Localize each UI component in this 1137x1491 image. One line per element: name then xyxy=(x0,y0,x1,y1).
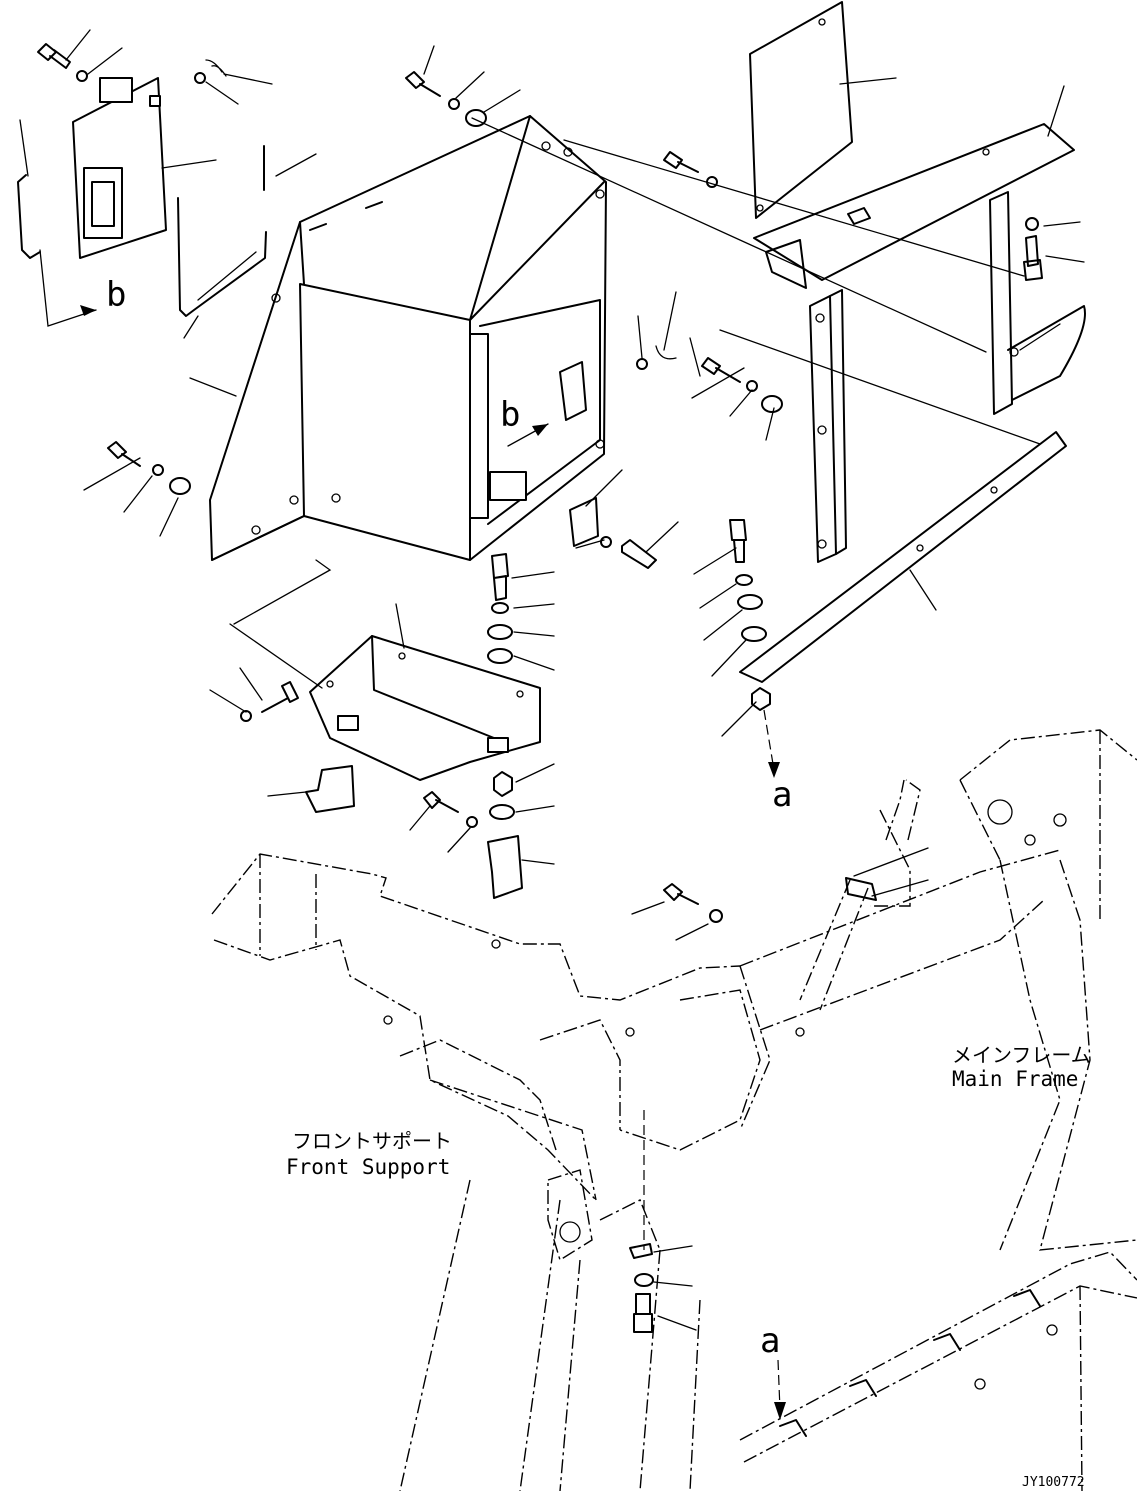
inspection-cover-small xyxy=(72,77,167,259)
main-frame-label-jp: メインフレーム xyxy=(952,1043,1091,1067)
flat-washer xyxy=(487,648,513,664)
z-bracket xyxy=(487,835,523,899)
bolt xyxy=(729,519,747,563)
flat-washer xyxy=(487,624,513,640)
bolt xyxy=(261,681,299,713)
washer xyxy=(491,602,509,614)
bolt xyxy=(37,43,71,69)
front-support-label-jp: フロントサポート xyxy=(292,1129,452,1153)
seal-strip-long xyxy=(177,197,267,317)
wire-rod xyxy=(17,174,41,259)
washer xyxy=(152,464,164,476)
washer xyxy=(194,72,206,84)
bolt xyxy=(663,151,699,173)
washer xyxy=(240,710,252,722)
flat-washer xyxy=(761,395,783,413)
clip xyxy=(655,345,677,360)
radiator-bottom xyxy=(739,1251,1137,1491)
bolt xyxy=(491,553,509,601)
washer xyxy=(706,176,718,188)
vertical-bracket-left xyxy=(809,289,847,563)
latch-plate xyxy=(559,361,587,421)
clamp xyxy=(629,1243,653,1259)
small-plate xyxy=(569,497,599,547)
flat-washer xyxy=(169,477,191,495)
bolt xyxy=(423,791,459,813)
bolt xyxy=(405,71,441,97)
bolt xyxy=(621,539,657,569)
callout-b-box: b xyxy=(500,395,520,435)
washer xyxy=(600,536,612,548)
z-bracket xyxy=(305,765,355,813)
callout-a-upper: a xyxy=(772,775,792,815)
washer xyxy=(636,358,648,370)
washer xyxy=(709,909,723,923)
flat-washer xyxy=(465,109,487,127)
washer xyxy=(448,98,460,110)
battery-box xyxy=(209,115,607,561)
washer xyxy=(634,1273,654,1287)
side-cover-panel xyxy=(749,1,853,219)
washer xyxy=(76,70,88,82)
flat-washer xyxy=(489,804,515,820)
bolt xyxy=(701,357,741,383)
nut xyxy=(751,687,771,711)
washer xyxy=(735,574,753,586)
bolt xyxy=(1023,235,1043,281)
bolt xyxy=(107,441,141,467)
main-frame xyxy=(211,729,1137,1491)
vertical-bracket-right xyxy=(989,191,1086,415)
main-frame-label-en: Main Frame xyxy=(952,1067,1078,1091)
upper-bracket xyxy=(753,123,1075,289)
callout-b-top: b xyxy=(106,275,126,315)
bolt xyxy=(633,1293,653,1333)
front-support-label-en: Front Support xyxy=(286,1155,450,1179)
bolt xyxy=(663,883,699,905)
drawing-code: JY100772 xyxy=(1022,1475,1085,1490)
long-strap xyxy=(739,431,1067,683)
callout-a-lower: a xyxy=(760,1321,780,1361)
nut xyxy=(493,771,513,797)
washer xyxy=(1025,217,1039,231)
flat-washer xyxy=(741,626,767,642)
hose xyxy=(799,779,921,1011)
clip xyxy=(205,59,227,77)
battery-tray xyxy=(309,635,541,781)
flat-washer xyxy=(737,594,763,610)
washer xyxy=(466,816,478,828)
